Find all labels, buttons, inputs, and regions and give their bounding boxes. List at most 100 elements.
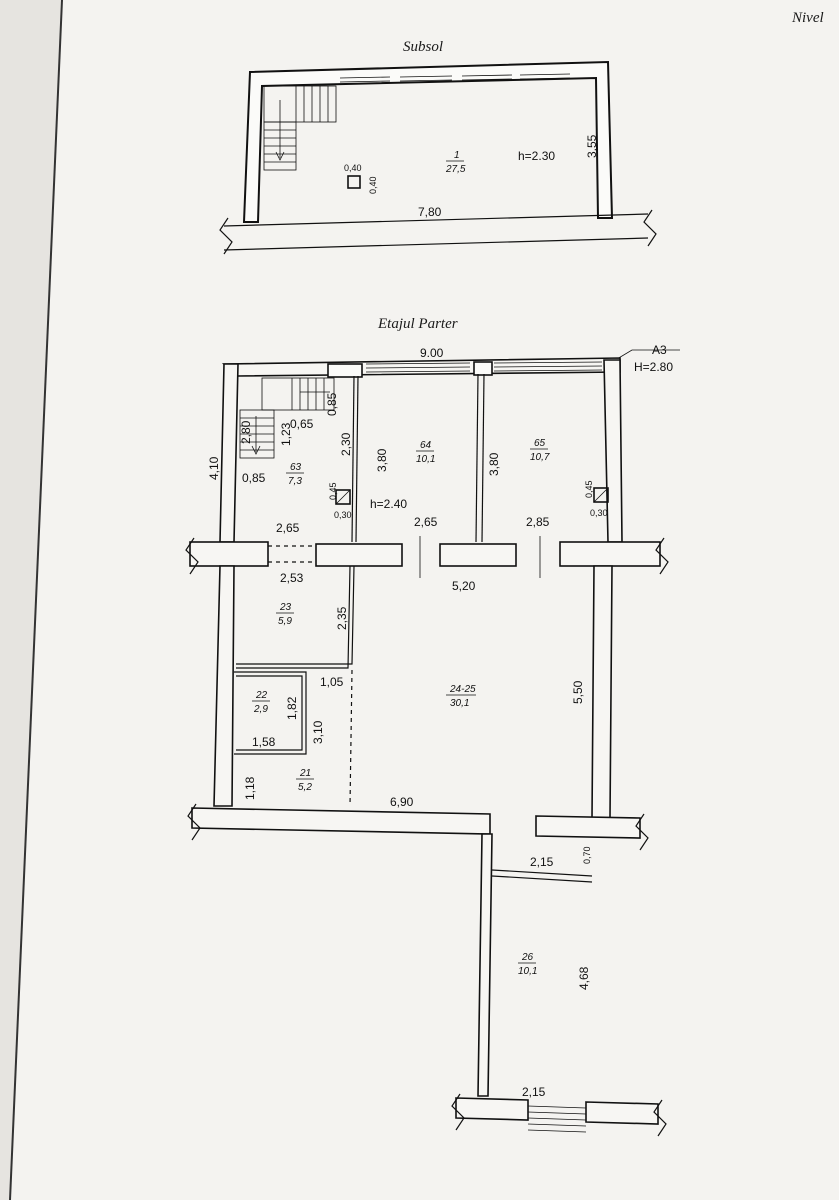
right-wall-lower [591,565,613,819]
left-wall-upper [219,363,239,543]
break-mark-right [643,209,657,247]
ref-height: H=2.80 [634,360,673,374]
rear-wall-right [535,815,641,839]
room-22-number: 22 [255,690,268,701]
middle-wall [185,536,669,578]
room-21-number: 21 [299,768,311,779]
room-22-area: 2,9 [253,704,268,715]
break-mark-entrance-right [653,1099,667,1137]
basement-column-width: 0,40 [344,163,362,173]
basement-column-height: 0,40 [368,176,378,194]
entrance-threshold [527,1105,587,1133]
room-63-area: 7,3 [288,476,302,487]
room-63-number: 63 [290,462,302,473]
dim-118: 1,18 [243,776,257,800]
basement-depth: 3,55 [585,134,599,158]
entrance-wall-right [585,1101,659,1125]
room-2425-number: 24-25 [449,684,476,695]
room-2425-area: 30,1 [450,698,469,709]
break-mark-rear-left [187,803,201,841]
basement-column [347,175,361,189]
basement-title: Subsol [403,39,443,55]
room-23-partition [236,565,355,665]
partition-63-64-b [355,375,359,543]
room-64-area: 10,1 [416,454,435,465]
dim-280: 2,80 [239,420,253,444]
entrance-wall-left [455,1097,529,1121]
room-23-number: 23 [279,602,292,613]
dim-085-left: 0,85 [242,471,266,485]
room-65-area: 10,7 [530,452,550,463]
basement-ground-line-2 [223,237,649,251]
dim-123: 1,23 [279,422,293,446]
dim-105: 1,05 [320,675,344,689]
front-windows [365,361,603,373]
ground-title: Etajul Parter [377,316,458,332]
dim-158: 1,58 [252,735,276,749]
dim-310: 3,10 [311,720,325,744]
dim-065: 0,65 [290,417,314,431]
corner-label: Nivel [791,10,824,26]
width-265-b: 2,65 [414,515,438,529]
basement-height: h=2.30 [518,149,555,163]
basement-windows [339,73,571,83]
partition-63-64 [351,375,355,543]
width-215-a: 2,15 [530,855,554,869]
basement-ground-line [223,213,649,227]
basement-stairs [263,85,337,171]
overall-width: 9.00 [420,346,444,360]
partition-64-65-b [481,373,485,543]
room-23-partition-b [236,565,351,669]
paper-sheet [10,0,839,1200]
room-26-number: 26 [521,952,534,963]
column-1 [335,489,351,505]
column-2-diagonal [593,487,609,503]
basement-plan: Subsol 0,40 0,40 [219,39,657,255]
column-1-top: 0,45 [328,482,338,500]
dim-380-b: 3,80 [487,452,501,476]
basement-width: 7,80 [418,205,442,219]
break-mark-rear-right [635,813,649,851]
basement-room-area: 27,5 [445,164,466,175]
width-253: 2,53 [280,571,304,585]
pier-1 [327,363,363,378]
width-285: 2,85 [526,515,550,529]
width-215-b: 2,15 [522,1085,546,1099]
break-mark-entrance-left [451,1093,465,1131]
dim-380-a: 3,80 [375,448,389,472]
dim-left-height: 4,10 [207,456,221,480]
column-1-bottom: 0,30 [334,510,352,520]
partition-64-65 [475,373,479,543]
pier-2 [473,361,493,376]
basement-room-number: 1 [454,150,460,161]
dim-230: 2,30 [339,432,353,456]
room-21-area: 5,2 [298,782,312,793]
height-240: h=2.40 [370,497,407,511]
extension-left-wall [477,833,493,1097]
dim-085-top: 0,85 [325,392,339,416]
room-26-area: 10,1 [518,966,537,977]
dim-550: 5,50 [571,680,585,704]
column-2-top: 0,45 [584,480,594,498]
room-22-partition-b [236,675,303,751]
width-265-a: 2,65 [276,521,300,535]
basement-walls [242,60,614,223]
ground-floor-plan: Etajul Parter 9.00 A3 H=2.80 [185,316,680,1137]
break-mark-left [219,217,233,255]
width-690: 6,90 [390,795,414,809]
dashed-divider [349,669,353,807]
room-64-number: 64 [420,440,432,451]
ground-stairs [239,377,335,459]
extension-partition-b [491,875,593,883]
dim-070: 0,70 [582,846,592,864]
column-1-diagonal [335,489,351,505]
room-22-partition [234,671,307,755]
sheet-border [9,0,63,1200]
dim-235: 2,35 [335,606,349,630]
room-23-area: 5,9 [278,616,292,627]
room-65-number: 65 [534,438,546,449]
dim-182: 1,82 [285,696,299,720]
left-wall-lower [213,565,235,807]
